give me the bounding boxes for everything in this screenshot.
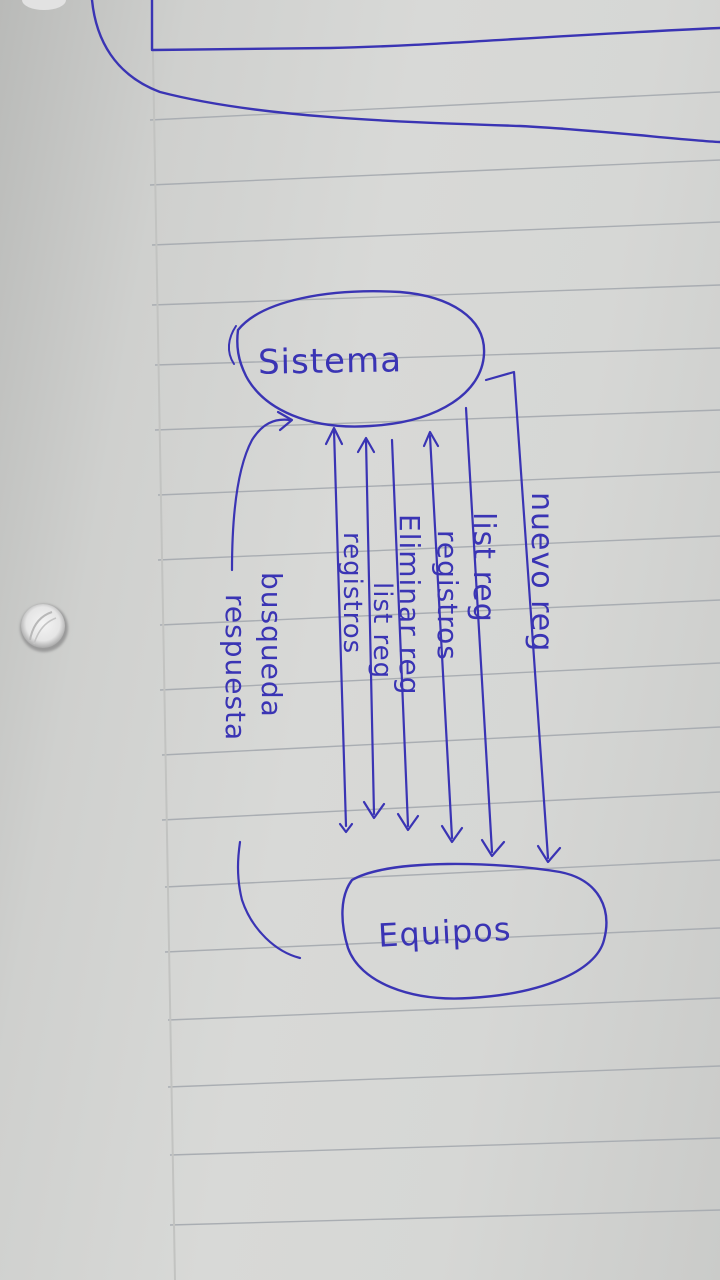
flow-nuevo-reg-label: nuevo reg — [524, 492, 559, 652]
margin-line — [151, 0, 176, 1280]
flow-nuevo-reg: nuevo reg — [484, 370, 562, 864]
previous-drawing — [90, 0, 720, 144]
binder-hole-icon — [20, 604, 68, 652]
flow-registros-1-label: registros — [431, 530, 464, 661]
flow-registros-1: registros — [422, 430, 464, 844]
flow-busqueda-label: busqueda — [255, 572, 288, 718]
flow-registros-2: registros — [324, 426, 367, 834]
binder-hole-top-icon — [22, 0, 66, 10]
flow-registros-2-label: registros — [337, 532, 367, 654]
flow-busqueda-loop: busqueda respuesta — [219, 410, 302, 960]
flow-list-reg-1: list reg — [464, 406, 506, 858]
node-equipos: Equipos — [341, 862, 608, 1000]
flow-eliminar-reg-label: Eliminar reg — [393, 514, 426, 696]
flow-respuesta-label: respuesta — [219, 594, 252, 741]
flow-eliminar-reg: Eliminar reg — [390, 438, 426, 832]
node-sistema-label: Sistema — [258, 340, 403, 383]
flow-list-reg-1-label: list reg — [466, 512, 501, 623]
flow-list-reg-2-label: list reg — [367, 582, 397, 679]
node-sistema: Sistema — [228, 290, 486, 428]
flow-list-reg-2: list reg — [356, 436, 397, 820]
flows: nuevo reg list reg registros Eliminar re… — [324, 370, 562, 864]
notebook-rules — [149, 91, 720, 1226]
node-equipos-label: Equipos — [377, 910, 512, 955]
